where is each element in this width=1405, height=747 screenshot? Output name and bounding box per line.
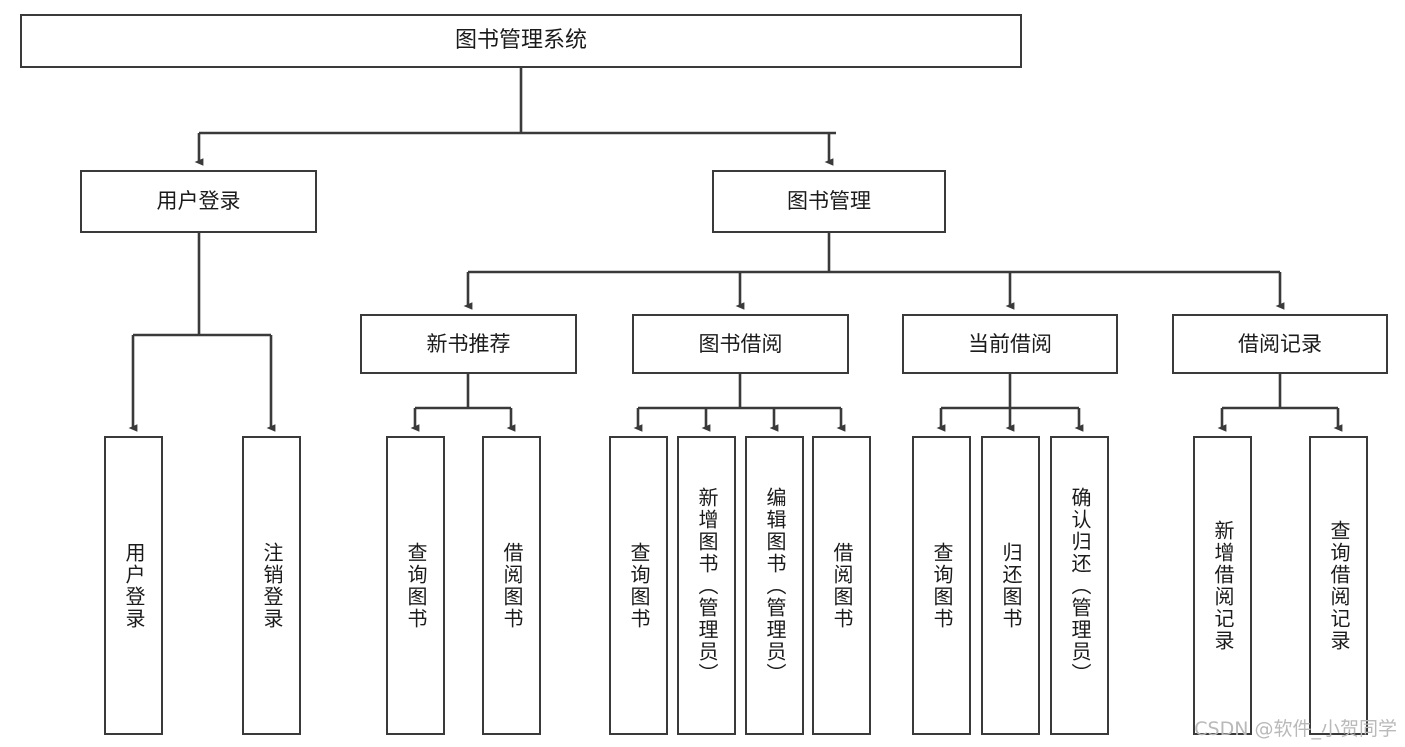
node-label: 注销登录 bbox=[260, 541, 284, 630]
node-new-book-recommend[interactable]: 新书推荐 bbox=[360, 314, 577, 374]
leaf-borrow-record-add[interactable]: 新增借阅记录 bbox=[1193, 436, 1252, 735]
node-root-system[interactable]: 图书管理系统 bbox=[20, 14, 1022, 68]
leaf-borrow-record-query[interactable]: 查询借阅记录 bbox=[1309, 436, 1368, 735]
node-label: 图书借阅 bbox=[698, 331, 783, 356]
watermark: CSDN @软件_小贺同学 bbox=[1194, 718, 1397, 740]
leaf-current-borrow-query[interactable]: 查询图书 bbox=[912, 436, 971, 735]
node-label: 当前借阅 bbox=[968, 331, 1052, 356]
node-borrow-record[interactable]: 借阅记录 bbox=[1172, 314, 1388, 374]
leaf-new-book-borrow[interactable]: 借阅图书 bbox=[482, 436, 541, 735]
node-current-borrow[interactable]: 当前借阅 bbox=[902, 314, 1118, 374]
node-label: 借阅记录 bbox=[1238, 331, 1322, 356]
node-book-management[interactable]: 图书管理 bbox=[712, 170, 946, 233]
node-label: 图书管理 bbox=[787, 189, 871, 214]
leaf-book-borrow-borrow[interactable]: 借阅图书 bbox=[812, 436, 871, 735]
leaf-book-borrow-edit[interactable]: 编辑图书（管理员） bbox=[745, 436, 804, 735]
node-label: 确认归还（管理员） bbox=[1068, 486, 1092, 685]
node-user-login[interactable]: 用户登录 bbox=[80, 170, 317, 233]
node-label: 查询图书 bbox=[627, 541, 651, 630]
leaf-current-borrow-confirm-return[interactable]: 确认归还（管理员） bbox=[1050, 436, 1109, 735]
node-label: 图书管理系统 bbox=[454, 28, 587, 54]
node-label: 查询图书 bbox=[404, 541, 428, 630]
node-label: 查询借阅记录 bbox=[1327, 519, 1351, 652]
node-label: 新增图书（管理员） bbox=[695, 486, 719, 685]
leaf-new-book-query[interactable]: 查询图书 bbox=[386, 436, 445, 735]
leaf-user-login-login[interactable]: 用户登录 bbox=[104, 436, 163, 735]
leaf-book-borrow-query[interactable]: 查询图书 bbox=[609, 436, 668, 735]
node-label: 编辑图书（管理员） bbox=[763, 486, 787, 685]
node-label: 新书推荐 bbox=[426, 331, 511, 356]
leaf-book-borrow-add[interactable]: 新增图书（管理员） bbox=[677, 436, 736, 735]
leaf-user-login-logout[interactable]: 注销登录 bbox=[242, 436, 301, 735]
node-label: 借阅图书 bbox=[830, 541, 854, 630]
node-label: 借阅图书 bbox=[500, 541, 524, 630]
leaf-current-borrow-return[interactable]: 归还图书 bbox=[981, 436, 1040, 735]
node-label: 归还图书 bbox=[999, 541, 1023, 630]
node-label: 用户登录 bbox=[122, 541, 146, 630]
node-label: 用户登录 bbox=[156, 189, 241, 214]
node-label: 查询图书 bbox=[930, 541, 954, 630]
node-book-borrow[interactable]: 图书借阅 bbox=[632, 314, 849, 374]
node-label: 新增借阅记录 bbox=[1211, 519, 1235, 652]
